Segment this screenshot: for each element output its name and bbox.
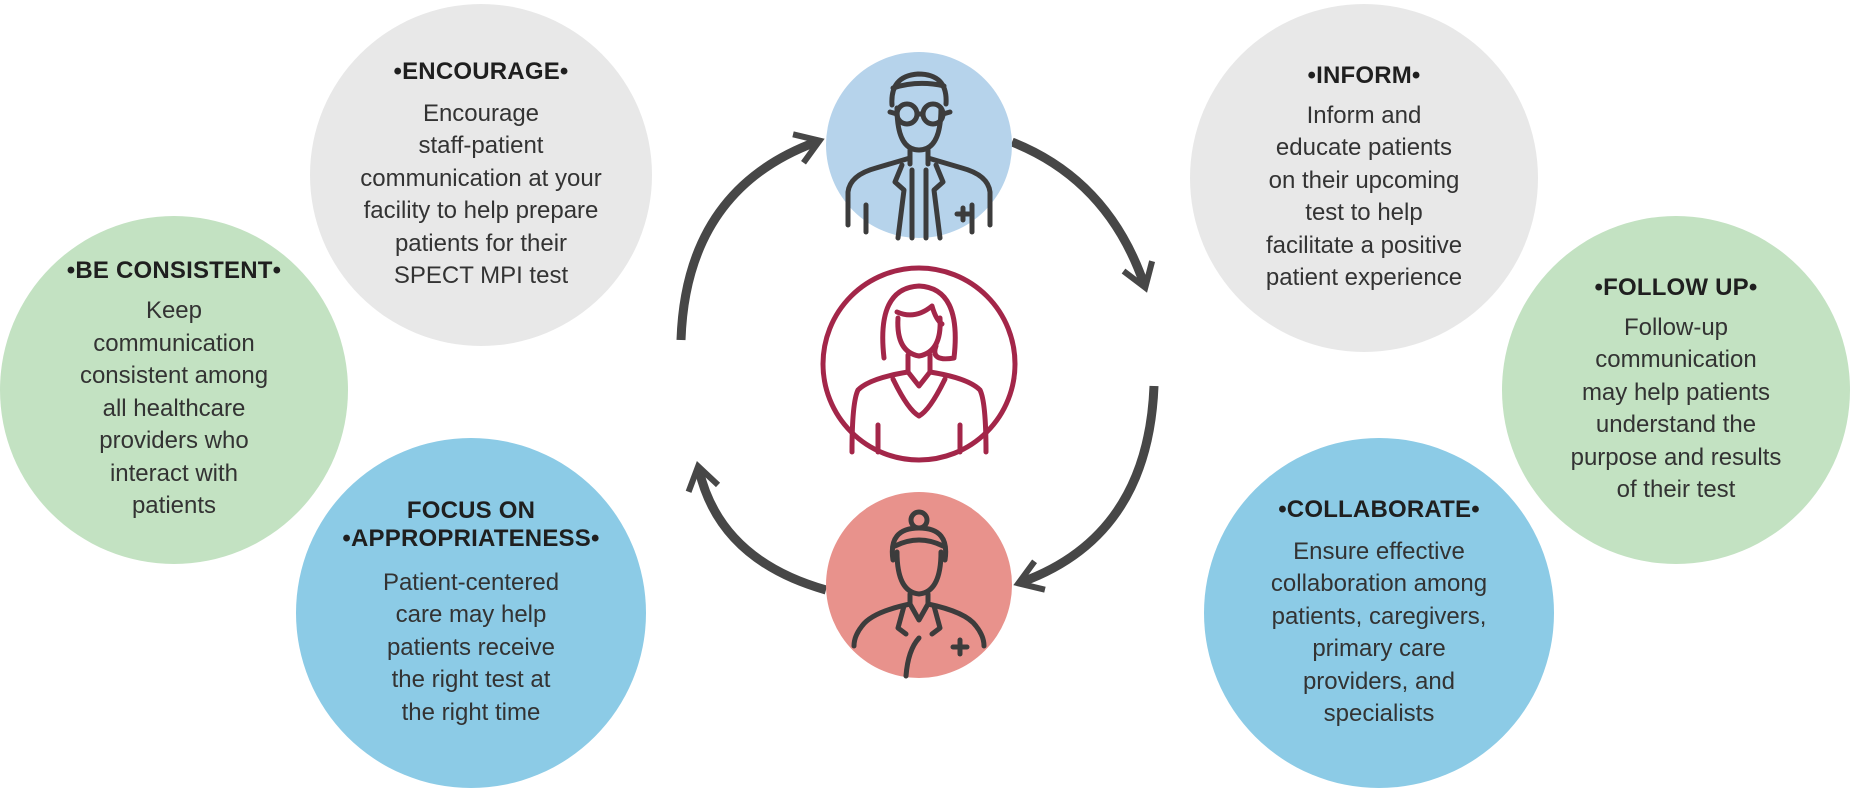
arrow-bottom-left	[685, 461, 828, 595]
collaborate-body: Ensure effective collaboration among pat…	[1270, 537, 1488, 728]
focus-title-line2: •APPROPRIATENESS•	[342, 524, 600, 552]
encourage-bubble: •ENCOURAGE• Encourage staff-patient comm…	[310, 4, 652, 346]
be-consistent-body: Keep communication consistent among all …	[79, 297, 269, 520]
be-consistent-bubble: •BE CONSISTENT• Keep communication consi…	[0, 216, 348, 564]
arrow-bottom-right	[1013, 385, 1159, 593]
inform-body: Inform and educate patients on their upc…	[1265, 101, 1463, 292]
inform-title: •INFORM•	[1307, 61, 1421, 89]
follow-up-title: •FOLLOW UP•	[1594, 273, 1758, 301]
focus-title-line1: FOCUS ON	[406, 496, 536, 524]
doctor-icon	[826, 52, 1012, 241]
arrow-top-left	[676, 131, 825, 341]
inform-bubble: •INFORM• Inform and educate patients on …	[1190, 4, 1538, 352]
arrow-top-right	[1010, 137, 1156, 293]
encourage-body: Encourage staff-patient communication at…	[360, 99, 602, 290]
be-consistent-title: •BE CONSISTENT•	[66, 257, 282, 285]
collaborate-bubble: •COLLABORATE• Ensure effective collabora…	[1204, 438, 1554, 788]
focus-bubble: FOCUS ON •APPROPRIATENESS• Patient-cente…	[296, 438, 646, 788]
encourage-title: •ENCOURAGE•	[393, 57, 569, 85]
patient-icon	[820, 265, 1018, 463]
focus-body: Patient-centered care may help patients …	[382, 568, 560, 726]
nurse-icon	[826, 492, 1012, 679]
follow-up-body: Follow-up communication may help patient…	[1570, 313, 1782, 504]
cycle-arrows	[676, 131, 1159, 595]
collaborate-title: •COLLABORATE•	[1278, 495, 1480, 523]
follow-up-bubble: •FOLLOW UP• Follow-up communication may …	[1502, 216, 1850, 564]
focus-title: FOCUS ON •APPROPRIATENESS•	[342, 497, 599, 553]
